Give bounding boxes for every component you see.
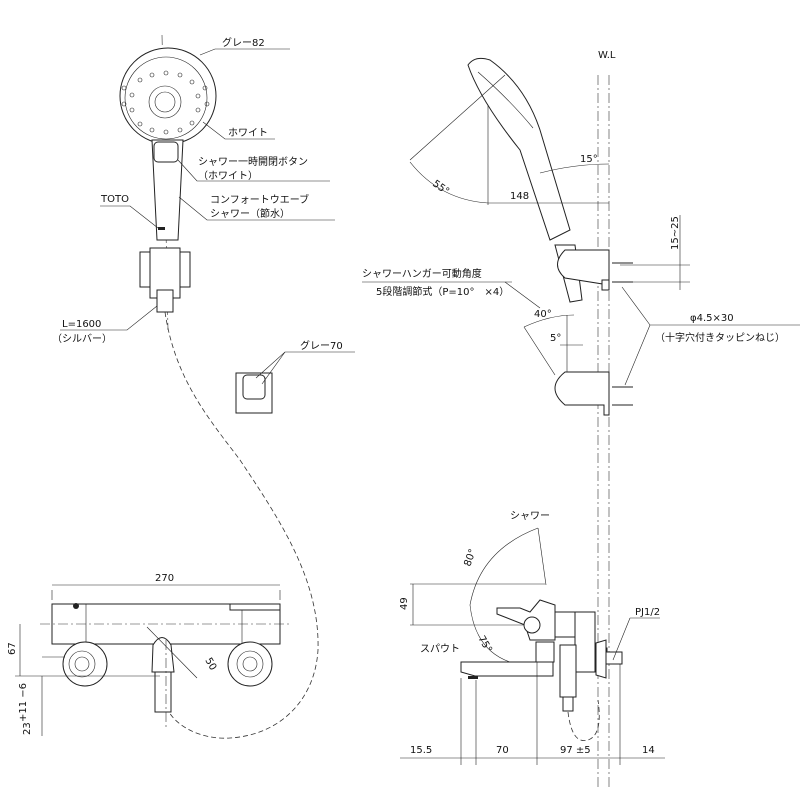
dim-23: 23 xyxy=(22,722,33,735)
hanger-front: グレー70 xyxy=(235,339,355,414)
angle-40: 40° xyxy=(534,309,552,320)
hanger-step-label: 5段階調節式（P=10° ×4） xyxy=(376,285,509,298)
shower-head-front xyxy=(119,34,217,331)
width-dimension: 270 xyxy=(155,573,174,584)
faucet-front: 270 67 23 +11 −6 50 xyxy=(7,573,292,736)
angle-55: 55° xyxy=(430,178,451,197)
angle-5: 5° xyxy=(550,333,561,344)
hose xyxy=(164,311,319,739)
brand-label: TOTO xyxy=(100,194,129,205)
dim-148: 148 xyxy=(510,191,529,202)
faucet-side: シャワー 80° 75° スパウト 49 PJ1/2 15.5 70 97 ±5 xyxy=(399,511,665,765)
model-sub-label: シャワー（節水） xyxy=(210,207,290,220)
side-view: W.L 55° 148 15° 15~25 シャワーハンガー可動角度 5段階調節… xyxy=(362,50,800,790)
model-label: コンフォートウエーブ xyxy=(210,193,309,206)
dim-15-5: 15.5 xyxy=(410,745,432,756)
hanger-color-label: グレー70 xyxy=(300,339,343,352)
dim-97: 97 ±5 xyxy=(560,745,591,756)
screw-type-label: （十字穴付きタッピンねじ） xyxy=(655,331,785,344)
pipe-thread-label: PJ1/2 xyxy=(635,607,660,618)
dim-14: 14 xyxy=(642,745,655,756)
front-leaders: グレー82 ホワイト シャワー一時開閉ボタン （ホワイト） コンフォートウエーブ… xyxy=(52,36,335,345)
dim-50: 50 xyxy=(202,656,218,673)
angle-80: 80° xyxy=(462,548,478,568)
wall-line-label: W.L xyxy=(598,50,616,61)
angle-75: 75° xyxy=(475,634,493,655)
spout-label: スパウト xyxy=(420,643,460,655)
button-label: シャワー一時開閉ボタン xyxy=(198,156,308,168)
shower-label: シャワー xyxy=(510,511,550,522)
hanger-angle-label: シャワーハンガー可動角度 xyxy=(362,267,482,280)
hose-color-label: （シルバー） xyxy=(52,333,112,345)
hose-length-label: L=1600 xyxy=(62,319,101,330)
dim-tolerance: +11 −6 xyxy=(18,683,29,722)
face-color-label: ホワイト xyxy=(228,127,268,139)
head-color-label: グレー82 xyxy=(222,36,265,49)
screw-size-label: φ4.5×30 xyxy=(690,313,734,324)
dim-mount: 15~25 xyxy=(670,216,681,250)
dim-67: 67 xyxy=(7,642,18,655)
angle-15: 15° xyxy=(580,154,598,165)
dim-49: 49 xyxy=(399,597,410,610)
button-color-label: （ホワイト） xyxy=(198,170,258,182)
dim-70: 70 xyxy=(496,745,509,756)
